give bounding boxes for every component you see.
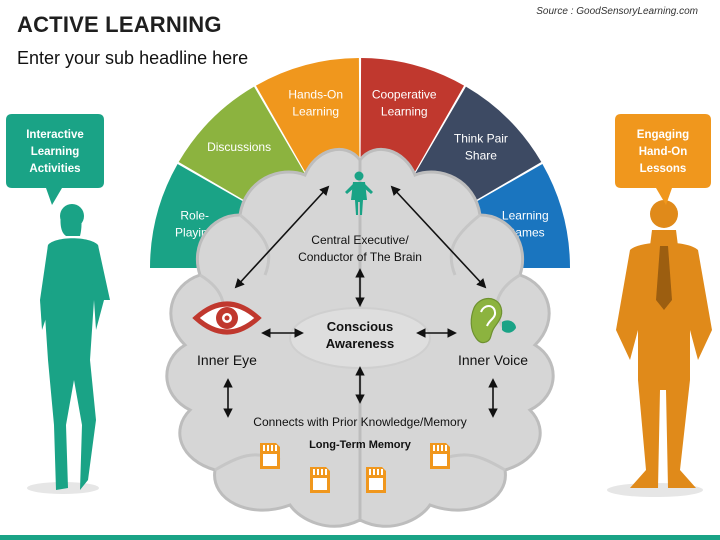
text-line: Conductor of The Brain xyxy=(298,250,422,264)
text-line: Hands-On xyxy=(288,87,343,101)
brain-arrows xyxy=(223,185,498,418)
text-line: Awareness xyxy=(326,336,394,351)
text-line: Discussions xyxy=(207,140,271,154)
inner-eye-label: Inner Eye xyxy=(197,352,257,368)
text-line: Interactive xyxy=(26,129,84,141)
sd-card-icon xyxy=(366,467,386,493)
text-line: Learning xyxy=(292,104,339,118)
memory-cards xyxy=(260,443,450,493)
arrow-executive-eye xyxy=(234,185,330,289)
text-line: Role- xyxy=(180,209,209,223)
text-line: Learning xyxy=(502,209,549,223)
text-line: Cooperative xyxy=(372,87,437,101)
arc-segment xyxy=(255,58,360,175)
inner-voice-label: Inner Voice xyxy=(458,352,528,368)
long-term-memory-label: Long-Term Memory xyxy=(309,439,412,451)
sd-card-icon xyxy=(260,443,280,469)
prior-knowledge-label: Connects with Prior Knowledge/Memory xyxy=(253,415,466,429)
eye-icon xyxy=(192,301,262,335)
page-title: ACTIVE LEARNING xyxy=(17,12,222,37)
text-line: Activities xyxy=(29,163,80,175)
text-line: Conscious xyxy=(327,319,393,334)
text-line: Learning xyxy=(381,104,428,118)
text-line: Hand-On xyxy=(639,146,688,158)
text-line: Share xyxy=(465,149,497,163)
person-icon xyxy=(345,171,373,215)
ear-icon xyxy=(470,298,516,344)
text-line: Central Executive/ xyxy=(311,233,409,247)
sd-card-icon xyxy=(430,443,450,469)
businesswoman-silhouette xyxy=(27,204,110,494)
central-executive-label: Central Executive/Conductor of The Brain xyxy=(298,233,422,264)
arrow-executive-voice xyxy=(390,185,487,289)
text-line: Think Pair xyxy=(454,132,508,146)
arc-segment xyxy=(360,58,465,175)
businessman-silhouette xyxy=(607,200,712,497)
arc-segment-label: Discussions xyxy=(207,140,271,154)
source-credit: Source : GoodSensoryLearning.com xyxy=(536,6,698,17)
text-line: Learning xyxy=(31,146,80,158)
page-subheadline: Enter your sub headline here xyxy=(17,48,249,68)
text-line: Engaging xyxy=(637,129,689,141)
text-line: Lessons xyxy=(640,163,687,175)
bottom-accent-bar xyxy=(0,535,720,540)
sd-card-icon xyxy=(310,467,330,493)
